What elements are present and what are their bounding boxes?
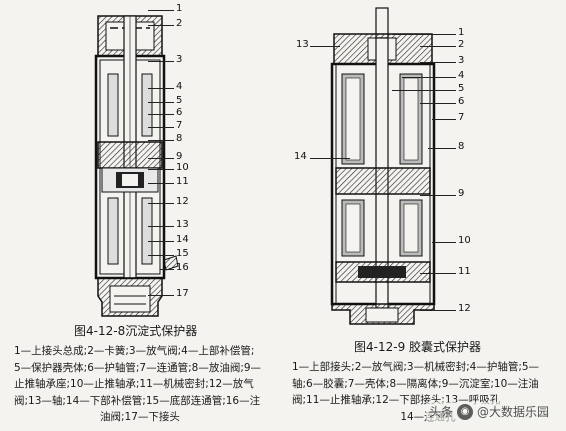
- leader-line: [310, 158, 350, 159]
- left-callout-2: 2: [176, 18, 183, 29]
- right-callout-8: 8: [458, 141, 465, 152]
- leader-line: [420, 46, 456, 47]
- leader-line: [392, 90, 456, 91]
- leader-line: [148, 295, 174, 296]
- left-callout-11: 11: [176, 176, 189, 187]
- left-legend-line: 油阀;17—下接头: [100, 411, 180, 423]
- right-legend-line: 1—上部接头;2—放气阀;3—机械密封;4—护轴管;5—: [292, 361, 540, 373]
- left-legend-line: 1—上接头总成;2—卡簧;3—放气阀;4—上部补偿管;: [14, 345, 255, 357]
- left-callout-10: 10: [176, 162, 189, 173]
- leader-line: [148, 10, 174, 11]
- leader-line: [148, 226, 174, 227]
- leader-line: [148, 140, 174, 141]
- left-callout-14: 14: [176, 234, 189, 245]
- left-callout-4: 4: [176, 81, 183, 92]
- leader-line: [148, 25, 174, 26]
- right-figure-caption-title: 图4-12-9 胶囊式保护器: [354, 340, 482, 354]
- leader-line: [148, 203, 174, 204]
- right-callout-1: 1: [458, 27, 465, 38]
- leader-line: [402, 77, 456, 78]
- right-legend-line: 轴;6—胶囊;7—壳体;8—隔离体;9—沉淀室;10—注油: [292, 377, 539, 390]
- watermark-text: @大数据乐园: [476, 405, 549, 419]
- leader-line: [420, 62, 456, 63]
- leader-line: [148, 61, 174, 62]
- leader-line: [148, 169, 174, 170]
- left-legend-line: 5—保护器壳体;6—护轴管;7—连通管;8—放油阀;9—: [14, 361, 262, 374]
- right-callout-12: 12: [458, 303, 471, 314]
- leader-line: [148, 88, 174, 89]
- left-callout-3: 3: [176, 54, 183, 65]
- leader-line: [428, 148, 456, 149]
- left-figure-legend: 1—上接头总成;2—卡簧;3—放气阀;4—上部补偿管; 5—保护器壳体;6—护轴…: [14, 343, 272, 426]
- leader-line: [420, 273, 456, 274]
- left-legend-line: 止推轴承座;10—止推轴承;11—机械密封;12—放气: [14, 378, 254, 390]
- right-callout-13: 13: [296, 39, 309, 50]
- leader-line: [148, 255, 174, 256]
- right-callout-10: 10: [458, 235, 471, 246]
- left-callout-8: 8: [176, 133, 183, 144]
- left-callout-7: 7: [176, 120, 183, 131]
- right-callout-5: 5: [458, 83, 465, 94]
- leader-line: [148, 241, 174, 242]
- right-callout-3: 3: [458, 55, 465, 66]
- leader-line: [148, 158, 174, 159]
- leader-line: [392, 34, 456, 35]
- left-protector-svg: [94, 15, 179, 317]
- leader-line: [148, 183, 174, 184]
- right-callout-4: 4: [458, 70, 465, 81]
- left-callout-12: 12: [176, 196, 189, 207]
- right-callout-6: 6: [458, 96, 465, 107]
- right-callout-7: 7: [458, 112, 465, 123]
- watermark: 头条 ◉ @大数据乐园: [425, 402, 552, 421]
- leader-line: [310, 46, 340, 47]
- left-callout-6: 6: [176, 107, 183, 118]
- left-protector-drawing: [62, 4, 202, 324]
- left-callout-1: 1: [176, 3, 183, 14]
- leader-line: [420, 103, 456, 104]
- leader-line: [432, 242, 456, 243]
- left-legend-line: 阀;13—轴;14—下部补偿管;15—底部连通管;16—注: [14, 394, 261, 407]
- right-callout-14: 14: [294, 151, 307, 162]
- leader-line: [420, 195, 456, 196]
- leader-line: [432, 119, 456, 120]
- leader-line: [160, 269, 174, 270]
- right-callout-11: 11: [458, 266, 471, 277]
- right-protector-svg: [330, 7, 436, 325]
- left-callout-5: 5: [176, 95, 183, 106]
- right-callout-2: 2: [458, 39, 465, 50]
- leader-line: [148, 127, 174, 128]
- left-figure-caption-title: 图4-12-8沉淀式保护器: [74, 324, 198, 338]
- right-protector-drawing: [318, 4, 448, 329]
- left-callout-9: 9: [176, 151, 183, 162]
- right-callout-9: 9: [458, 188, 465, 199]
- left-callout-15: 15: [176, 248, 189, 259]
- left-callout-16: 16: [176, 262, 189, 273]
- leader-line: [148, 114, 174, 115]
- account-avatar-icon: ◉: [456, 403, 473, 420]
- left-callout-17: 17: [176, 288, 189, 299]
- watermark-prefix: 头条: [428, 405, 453, 419]
- left-callout-13: 13: [176, 219, 189, 230]
- leader-line: [148, 102, 174, 103]
- leader-line: [420, 310, 456, 311]
